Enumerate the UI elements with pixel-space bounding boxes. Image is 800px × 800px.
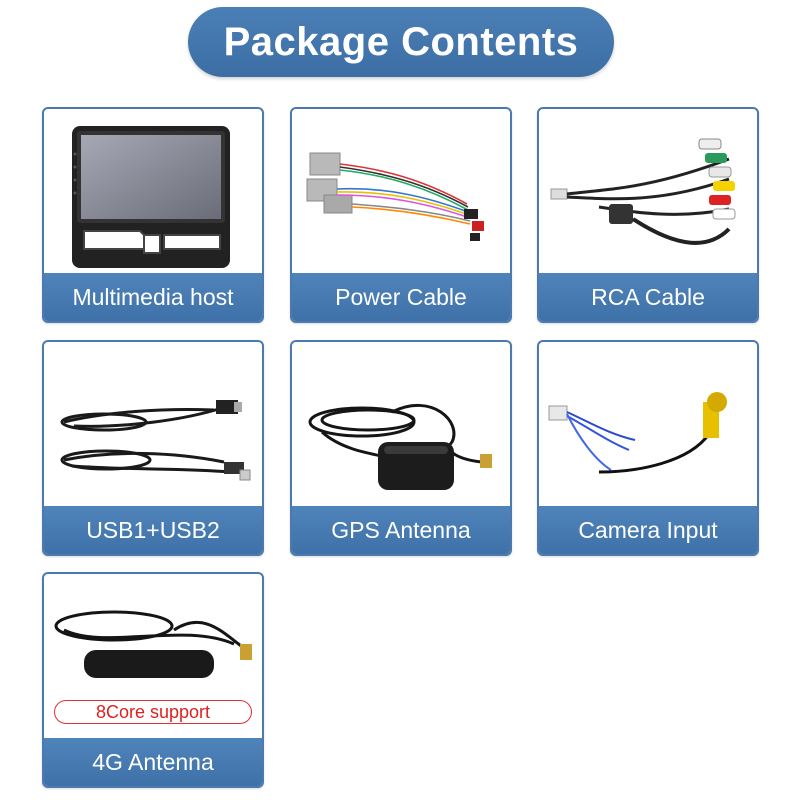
item-card-rca-cable: RCA Cable [537,107,759,323]
item-label: 4G Antenna [44,738,262,786]
item-label: Camera Input [539,506,757,554]
usb-cable-image [60,400,251,481]
item-label: RCA Cable [539,273,757,321]
item-card-camera-input: Camera Input [537,340,759,556]
4g-antenna-image [54,610,252,678]
power-cable-image [306,152,484,241]
multimedia-host-image [72,126,230,268]
camera-input-image [548,392,727,474]
item-label: USB1+USB2 [44,506,262,554]
item-card-power-cable: Power Cable [290,107,512,323]
item-label: GPS Antenna [292,506,510,554]
rca-cable-image [550,138,736,245]
item-label: Multimedia host [44,273,262,321]
item-card-4g-antenna: 8Core support 4G Antenna [42,572,264,788]
item-card-gps-antenna: GPS Antenna [290,340,512,556]
page-title: Package Contents [188,7,614,77]
item-label: Power Cable [292,273,510,321]
item-card-usb: USB1+USB2 [42,340,264,556]
8core-support-badge: 8Core support [54,700,252,724]
gps-antenna-image [308,404,492,490]
item-card-multimedia-host: Multimedia host [42,107,264,323]
